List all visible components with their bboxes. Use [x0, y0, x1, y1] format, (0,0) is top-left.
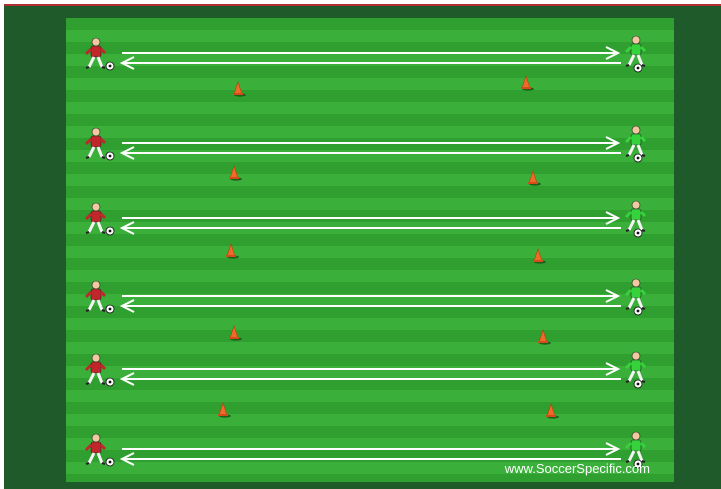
green-player [626, 36, 645, 66]
diagram-frame: www.SoccerSpecific.com [4, 4, 721, 489]
cone [521, 76, 534, 91]
soccer-field: www.SoccerSpecific.com [66, 18, 674, 482]
green-player [626, 432, 645, 462]
ball [106, 62, 114, 70]
ball [106, 152, 114, 160]
ball [106, 227, 114, 235]
ball [634, 229, 642, 237]
cone [546, 404, 559, 419]
ball [106, 458, 114, 466]
ball [634, 154, 642, 162]
ball [634, 64, 642, 72]
drill-lane-4 [86, 279, 645, 315]
green-player [626, 126, 645, 156]
ball [106, 378, 114, 386]
red-player [86, 281, 105, 311]
drill-diagram [66, 18, 674, 482]
drill-lane-1 [86, 36, 645, 72]
ball [634, 307, 642, 315]
drill-lane-2 [86, 126, 645, 162]
cone [229, 166, 242, 181]
ball [106, 305, 114, 313]
cone [538, 330, 551, 345]
cone [233, 82, 246, 97]
cone [229, 326, 242, 341]
green-player [626, 352, 645, 382]
red-player [86, 434, 105, 464]
cone [533, 249, 546, 264]
drill-lane-3 [86, 201, 645, 237]
red-player [86, 38, 105, 68]
drill-lane-5 [86, 352, 645, 388]
cone [226, 244, 239, 259]
red-player [86, 203, 105, 233]
ball [634, 380, 642, 388]
cone [218, 403, 231, 418]
watermark-text: www.SoccerSpecific.com [505, 461, 650, 476]
red-player [86, 354, 105, 384]
cone [528, 171, 541, 186]
red-player [86, 128, 105, 158]
green-player [626, 279, 645, 309]
green-player [626, 201, 645, 231]
